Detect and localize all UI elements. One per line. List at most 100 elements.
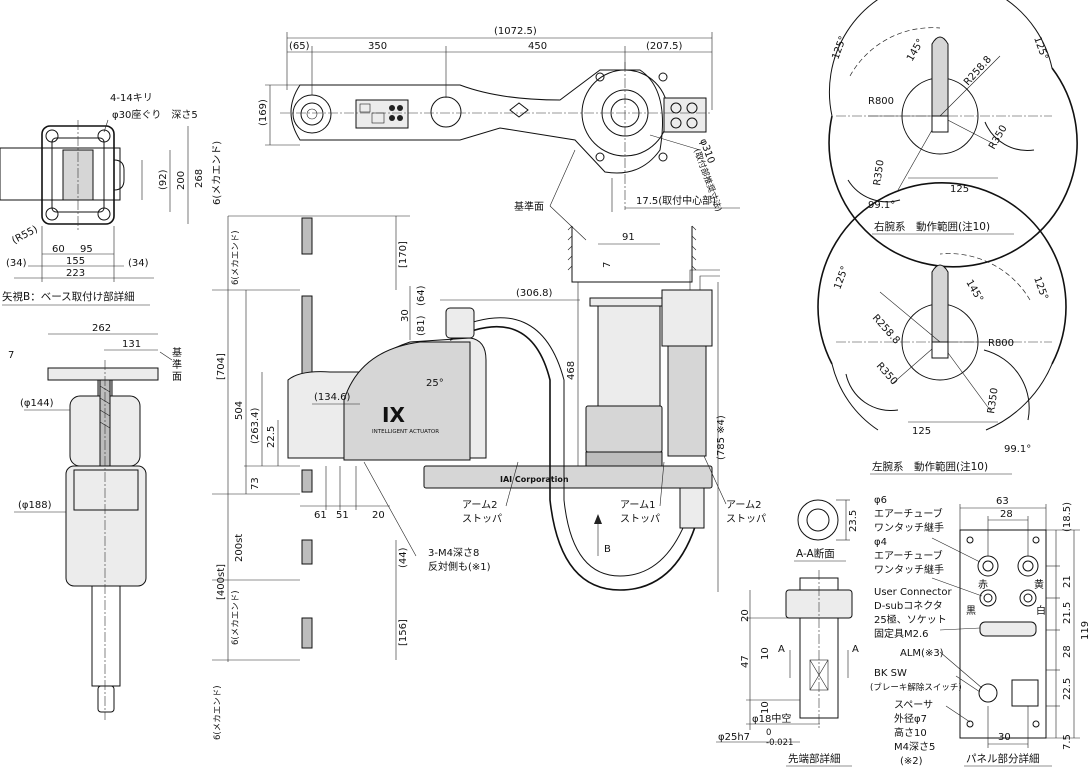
right-r800: R800 [868,96,894,107]
dim-73: 73 [250,477,261,490]
panel-od: 外径φ7 [894,712,927,725]
logo-subtitle: INTELLIGENT ACTUATOR [372,429,439,435]
front-view: 262 131 基 準 面 7 (φ144) (φ188) [8,323,182,720]
panel-tube2: エアーチューブ [874,549,943,562]
panel-title: パネル部分詳細 [966,752,1040,765]
panel-dim-119: 119 [1080,621,1091,640]
panel-dim-28: 28 [1000,509,1013,520]
dim-22-5: 22.5 [266,426,277,448]
base-counterbore-note: φ30座ぐり 深さ5 [112,108,198,121]
panel-detail: 赤 黄 黒 白 φ6 エアーチューブ ワンタッチ継手 φ4 エアーチューブ ワン… [870,495,1091,767]
panel-color-black: 黒 [966,605,976,617]
tip-detail: 20 47 10 10 A A φ18中空 φ25h7 0 -0.021 先端部… [716,570,859,767]
dim-350: 350 [368,41,387,52]
right-angle-125-left: 125° [830,35,849,61]
dim-134-6: (134.6) [314,392,351,403]
base-hole-note: 4-14キリ [110,93,153,104]
tip-dim-20: 20 [740,609,751,622]
tip-dim-10a: 10 [760,647,771,660]
arm2-stopper2-label-2: ストッパ [726,513,766,525]
dim-223: 223 [66,268,85,279]
dim-268: 268 [194,169,205,188]
tip-dim-10b: 10 [760,701,771,714]
dim-34-left: (34) [6,258,27,269]
panel-brake: (ブレーキ解除スイッチ) [870,682,962,693]
dim-30: 30 [400,309,411,322]
dim-95: 95 [80,244,93,255]
dim-156: [156] [398,619,409,646]
right-angle-145: 145° [905,37,927,63]
dim-r55: (R55) [10,224,40,247]
stroke-200: 200st [234,534,245,562]
dim-20: 20 [372,510,385,521]
front-datum-a: 基 [172,346,182,359]
left-angle-125-left: 125° [832,265,851,291]
right-r258-8: R258.8 [962,54,994,88]
left-arm-title: 左腕系 動作範囲(注10) [872,460,988,473]
panel-bksw: BK SW [874,668,907,679]
front-datum-c: 面 [172,372,182,383]
dim-504: 504 [234,401,245,420]
dim-44: (44) [398,547,409,568]
panel-phi6: φ6 [874,495,887,506]
panel-color-red: 赤 [978,579,988,591]
dim-263-4: (263.4) [250,407,261,444]
left-angle-125-right: 125° [1031,275,1050,301]
right-arm-range: 125° 125° 145° R258.8 R800 R350 R350 125… [828,0,1078,268]
tip-shaft: φ25h7 [718,732,750,743]
dim-34-right: (34) [128,258,149,269]
panel-dim-21-5: 21.5 [1062,602,1073,624]
dim-170: [170] [398,241,409,268]
panel-note2: (※2) [900,756,923,767]
left-r258-8: R258.8 [870,313,902,347]
right-angle-99-1: 99.1° [868,200,895,211]
top-view: (1072.5) (65) 350 450 (207.5) (169) φ310… [258,26,740,241]
dim-23-5: 23.5 [848,510,859,532]
arm2-stopper2-label: アーム2 [726,499,761,511]
panel-height: 高さ10 [894,726,927,739]
panel-user-connector: User Connector [874,587,952,598]
left-r800: R800 [988,338,1014,349]
dim-81: (81) [416,315,427,336]
dim-155: 155 [66,256,85,267]
mecha-end-4: 6(メカエンド) [213,685,223,740]
left-angle-99-1: 99.1° [1004,444,1031,455]
dim-overall: (1072.5) [494,26,537,37]
right-arm-title: 右腕系 動作範囲(注10) [874,220,990,233]
dim-65: (65) [289,41,310,52]
mecha-end-3: 6(メカエンド) [231,590,241,645]
dim-306-8: (306.8) [516,288,553,299]
panel-dim-28-v: 28 [1062,645,1073,658]
base-view-title: 矢視B：ベース取付け部詳細 [2,290,135,303]
dim-17-5: 17.5(取付中心部) [636,194,716,207]
dim-262: 262 [92,323,111,334]
dim-64: (64) [416,285,427,306]
tip-a-right: A [852,644,859,655]
datum-label: 基準面 [514,200,544,213]
panel-pins: 25極、ソケット [874,613,947,626]
panel-dim-18-5: (18.5) [1062,502,1073,532]
right-dim-125: 125 [950,184,969,195]
angle-25: 25° [426,378,444,389]
dim-7-side: 7 [602,262,613,268]
section-aa: 23.5 A-A断面 [794,499,859,562]
left-r350-b: R350 [986,387,1001,414]
mecha-end-1: 6(メカエンド) [211,141,223,205]
tip-hollow: φ18中空 [752,712,791,725]
view-b-label: B [604,544,611,555]
dim-phi188: (φ188) [18,500,52,511]
dim-704: [704] [216,353,227,380]
panel-coupling2: ワンタッチ継手 [874,563,944,576]
tip-a-left: A [778,644,785,655]
arm2-stopper-label-2: ストッパ [462,513,502,525]
dim-91: 91 [622,232,635,243]
tip-tol-lower: -0.021 [766,738,793,748]
panel-m4: M4深さ5 [894,741,935,753]
arm2-stopper-label: アーム2 [462,499,497,511]
dim-200: 200 [176,171,187,190]
front-datum-b: 準 [172,358,182,371]
arm1-stopper-label: アーム1 [620,499,655,511]
right-r350-a: R350 [987,123,1010,151]
left-angle-145: 145° [963,278,985,304]
